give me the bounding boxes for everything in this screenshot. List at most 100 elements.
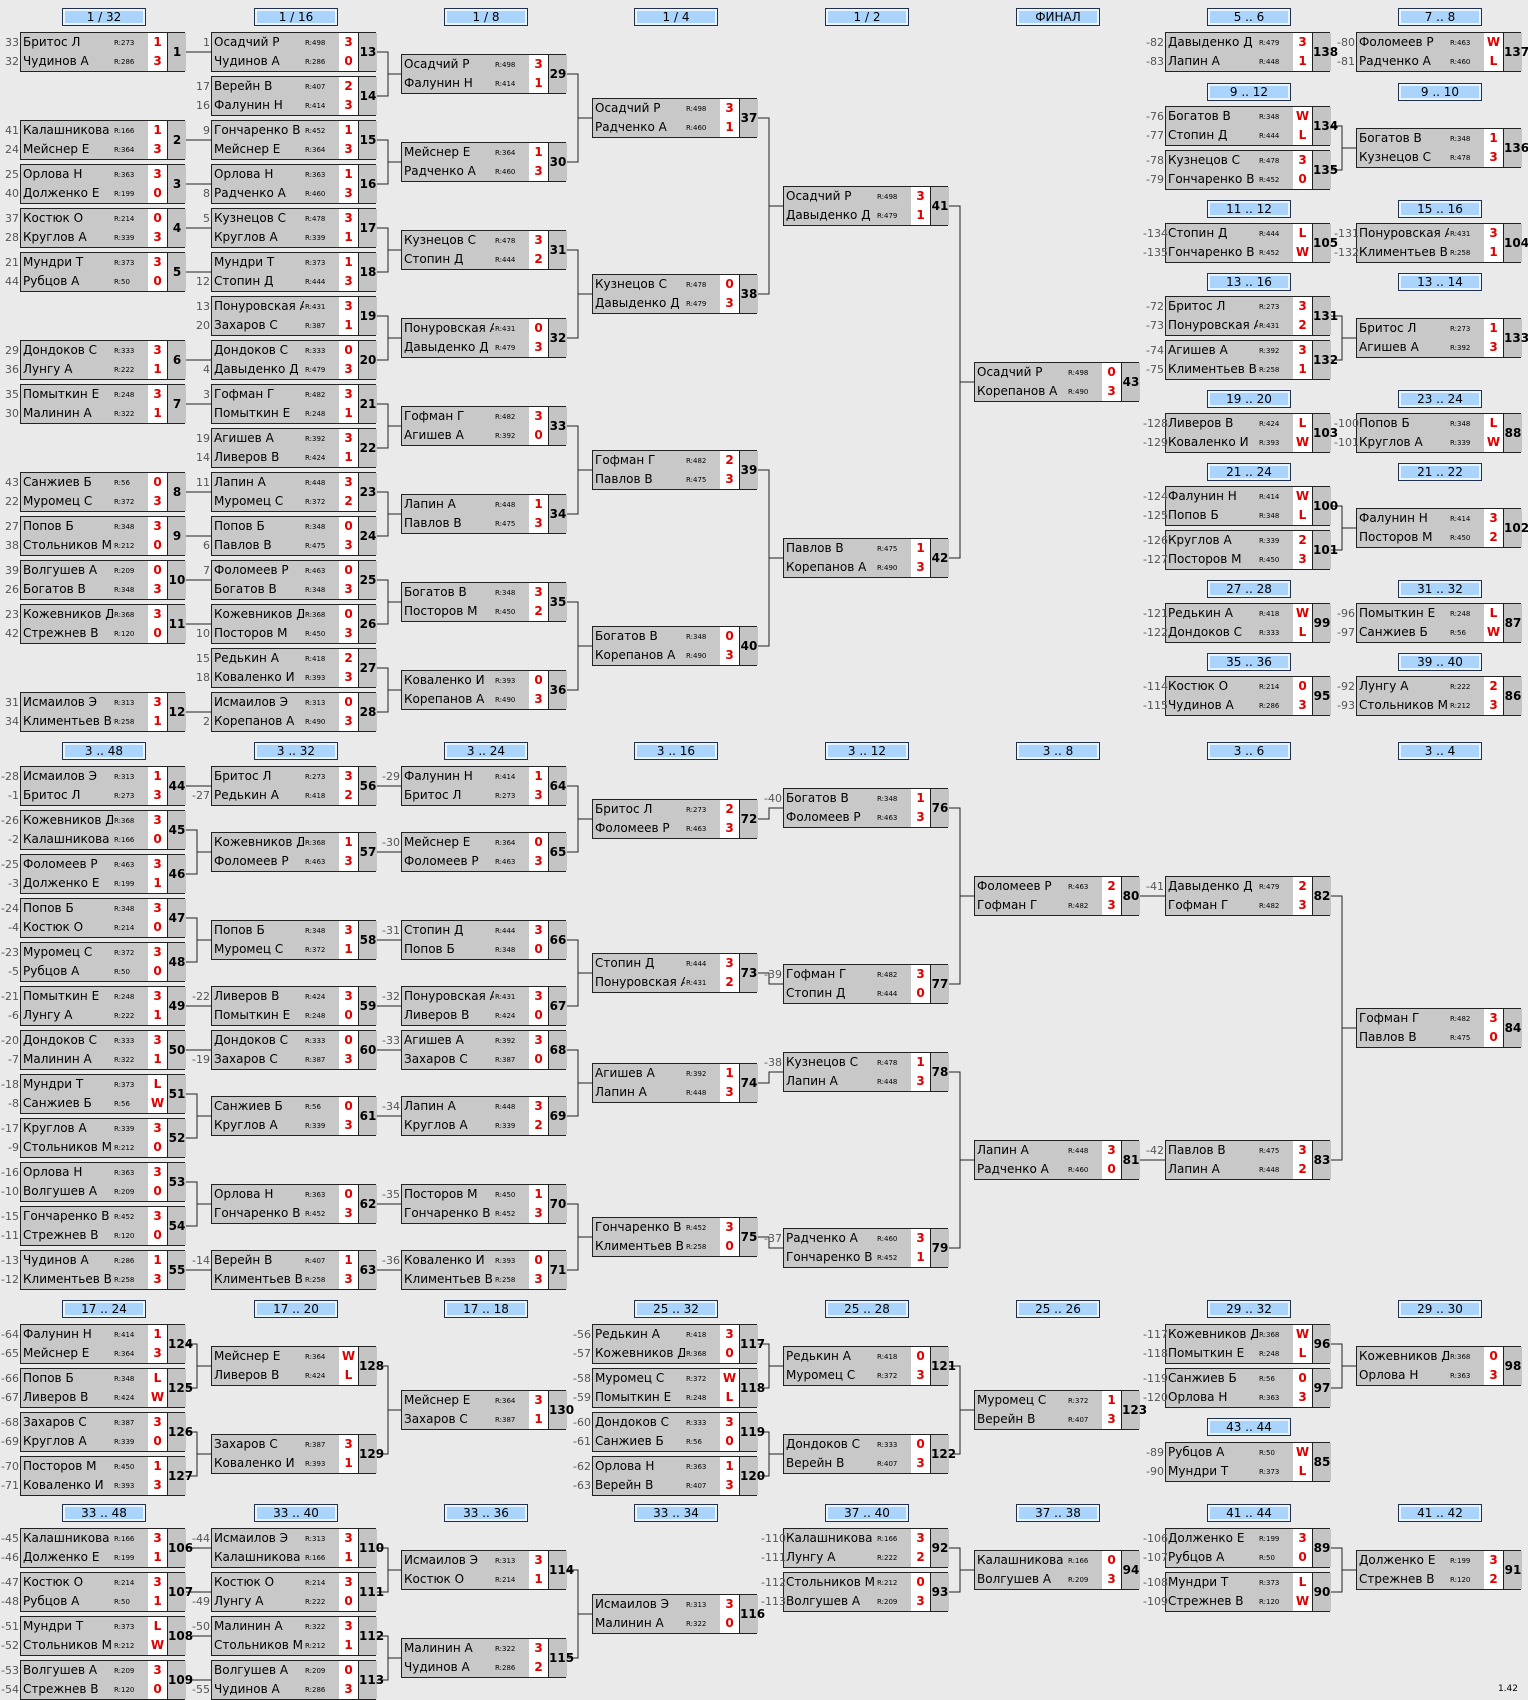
match-box[interactable]: Фоломеев РR:463Богатов ВR:34803257: [203, 560, 377, 600]
match-box[interactable]: Попов БR:348Круглов АR:339LW88-100-101: [1334, 413, 1522, 453]
match-box[interactable]: Попов БR:348Павлов ВR:47503246: [203, 516, 377, 556]
match-box[interactable]: Круглов АR:339Стольников МR:2123052-17-9: [1, 1118, 186, 1158]
match-box[interactable]: Стопин ДR:444Попов БR:3483066-31: [382, 920, 567, 960]
match-box[interactable]: Лапин АR:448Радченко АR:4603081: [974, 1140, 1140, 1180]
match-box[interactable]: Кузнецов СR:478Круглов АR:33931175: [203, 208, 377, 248]
match-box[interactable]: Муромец СR:372Рубцов АR:503048-23-5: [1, 942, 186, 982]
match-box[interactable]: Фоломеев РR:463Радченко АR:460WL137-80-8…: [1337, 32, 1528, 72]
match-box[interactable]: Помыткин ЕR:248Санжиев БR:56LW87-96-97: [1337, 603, 1522, 643]
match-box[interactable]: Дондоков СR:333Захаров СR:3870360-19: [192, 1030, 377, 1070]
match-box[interactable]: Богатов ВR:348Стопин ДR:444WL134-76-77: [1146, 106, 1338, 146]
match-box[interactable]: Осадчий РR:498Давыденко ДR:4793141: [783, 186, 949, 226]
match-box[interactable]: Редькин АR:418Дондоков СR:333WL99-121-12…: [1143, 603, 1331, 643]
match-box[interactable]: Богатов ВR:348Фоломеев РR:4631376-40: [764, 788, 949, 828]
match-box[interactable]: Мейснер ЕR:364Захаров СR:38731130: [401, 1390, 574, 1430]
match-box[interactable]: Фалунин НR:414Бритос ЛR:2731364-29: [382, 766, 567, 806]
match-box[interactable]: Помыткин ЕR:248Малинин АR:3223173530: [5, 384, 186, 424]
match-box[interactable]: Мундри ТR:373Стопин ДR:444131812: [196, 252, 377, 292]
match-box[interactable]: Кузнецов СR:478Лапин АR:4481378-38: [764, 1052, 949, 1092]
match-box[interactable]: Редькин АR:418Кожевников ДR:36830117-56-…: [573, 1324, 765, 1364]
match-box[interactable]: Кожевников ДR:368Калашникова АR:1663045-…: [1, 810, 186, 850]
match-box[interactable]: Богатов ВR:348Посторов МR:4503235: [401, 582, 567, 622]
match-box[interactable]: Бритос ЛR:273Редькин АR:4183256-27: [192, 766, 377, 806]
match-box[interactable]: Коваленко ИR:393Климентьев ВR:2580371-36: [382, 1250, 567, 1290]
match-box[interactable]: Давыденко ДR:479Лапин АR:44831138-82-83: [1146, 32, 1338, 72]
match-box[interactable]: Верейн ВR:407Фалунин НR:41423141716: [196, 76, 377, 116]
match-box[interactable]: Исмаилов ЭR:313Костюк ОR:21431114: [401, 1550, 574, 1590]
match-box[interactable]: Попов БR:348Стольников МR:2123092738: [5, 516, 186, 556]
match-box[interactable]: Кожевников ДR:368Фоломеев РR:4631357: [211, 832, 377, 872]
match-box[interactable]: Исмаилов ЭR:313Малинин АR:32230116: [592, 1594, 765, 1634]
match-box[interactable]: Осадчий РR:498Чудинов АR:28630131: [203, 32, 377, 72]
match-box[interactable]: Чудинов АR:286Климентьев ВR:2581355-13-1…: [1, 1250, 186, 1290]
match-box[interactable]: Осадчий РR:498Фалунин НR:4143129: [401, 54, 567, 94]
match-box[interactable]: Стопин ДR:444Гончаренко ВR:452LW105-134-…: [1143, 223, 1338, 263]
match-box[interactable]: Костюк ОR:214Круглов АR:3390343728: [5, 208, 186, 248]
match-box[interactable]: Орлова НR:363Гончаренко ВR:4520362: [211, 1184, 377, 1224]
match-box[interactable]: Бритос ЛR:273Чудинов АR:2861313332: [5, 32, 186, 72]
match-box[interactable]: Калашникова АR:166Долженко ЕR:19931106-4…: [1, 1528, 193, 1568]
match-box[interactable]: Посторов МR:450Коваленко ИR:39313127-70-…: [1, 1456, 193, 1496]
match-box[interactable]: Кожевников ДR:368Орлова НR:3630398: [1356, 1346, 1522, 1386]
match-box[interactable]: Стопин ДR:444Понуровская АR:4313273: [592, 953, 758, 993]
match-box[interactable]: Осадчий РR:498Корепанов АR:4900343: [974, 362, 1140, 402]
match-box[interactable]: Фоломеев РR:463Гофман ГR:4822380: [974, 876, 1140, 916]
match-box[interactable]: Муромец СR:372Помыткин ЕR:248WL118-58-59: [573, 1368, 765, 1408]
match-box[interactable]: Мейснер ЕR:364Ливеров ВR:424WL128: [211, 1346, 384, 1386]
match-box[interactable]: Орлова НR:363Верейн ВR:40713120-62-63: [573, 1456, 765, 1496]
match-box[interactable]: Редькин АR:418Муромец СR:37203121: [783, 1346, 956, 1386]
match-box[interactable]: Лапин АR:448Павлов ВR:4751334: [401, 494, 567, 534]
match-box[interactable]: Агишев АR:392Захаров СR:3873068-33: [382, 1030, 567, 1070]
match-box[interactable]: Малинин АR:322Стольников МR:21231112-50: [192, 1616, 384, 1656]
match-box[interactable]: Муромец СR:372Верейн ВR:40713123: [974, 1390, 1147, 1430]
match-box[interactable]: Долженко ЕR:199Стрежнев ВR:1203291: [1356, 1550, 1522, 1590]
match-box[interactable]: Гофман ГR:482Павлов ВR:4752339: [592, 450, 758, 490]
match-box[interactable]: Стольников МR:212Волгушев АR:2090393-112…: [761, 1572, 949, 1612]
match-box[interactable]: Фоломеев РR:463Долженко ЕR:1993146-25-3: [1, 854, 186, 894]
match-box[interactable]: Ливеров ВR:424Коваленко ИR:393LW103-128-…: [1143, 413, 1338, 453]
match-box[interactable]: Исмаилов ЭR:313Бритос ЛR:2731344-28-1: [1, 766, 186, 806]
match-box[interactable]: Мундри ТR:373Стрежнев ВR:120LW90-108-109: [1143, 1572, 1331, 1612]
match-box[interactable]: Фалунин НR:414Мейснер ЕR:36413124-64-65: [1, 1324, 193, 1364]
match-box[interactable]: Фалунин НR:414Посторов МR:45032102: [1356, 508, 1528, 548]
match-box[interactable]: Калашникова АR:166Мейснер ЕR:3641324124: [5, 120, 186, 160]
match-box[interactable]: Мундри ТR:373Стольников МR:212LW108-51-5…: [1, 1616, 193, 1656]
match-box[interactable]: Павлов ВR:475Лапин АR:4483283-42: [1146, 1140, 1331, 1180]
match-box[interactable]: Бритос ЛR:273Фоломеев РR:4632372: [592, 799, 758, 839]
match-box[interactable]: Дондоков СR:333Санжиев БR:5630119-60-61: [573, 1412, 765, 1452]
match-box[interactable]: Кожевников ДR:368Стрежнев ВR:12030112342: [5, 604, 186, 644]
match-box[interactable]: Гончаренко ВR:452Мейснер ЕR:36413159: [203, 120, 377, 160]
match-box[interactable]: Мейснер ЕR:364Фоломеев РR:4630365-30: [382, 832, 567, 872]
match-box[interactable]: Понуровская АR:431Ливеров ВR:4243067-32: [382, 986, 567, 1026]
match-box[interactable]: Агишев АR:392Климентьев ВR:25831132-74-7…: [1146, 340, 1338, 380]
match-box[interactable]: Богатов ВR:348Кузнецов СR:47813136: [1356, 128, 1528, 168]
match-box[interactable]: Гофман ГR:482Павлов ВR:4753084: [1356, 1008, 1522, 1048]
match-box[interactable]: Агишев АR:392Лапин АR:4481374: [592, 1063, 758, 1103]
match-box[interactable]: Агишев АR:392Ливеров ВR:42431221914: [196, 428, 377, 468]
match-box[interactable]: Костюк ОR:214Чудинов АR:2860395-114-115: [1143, 676, 1331, 716]
match-box[interactable]: Дондоков СR:333Малинин АR:3223150-20-7: [1, 1030, 186, 1070]
match-box[interactable]: Редькин АR:418Коваленко ИR:39323271518: [196, 648, 377, 688]
match-box[interactable]: Исмаилов ЭR:313Калашникова АR:16631110-4…: [192, 1528, 384, 1568]
match-box[interactable]: Санжиев БR:56Орлова НR:3630397-119-120: [1143, 1368, 1331, 1408]
match-box[interactable]: Костюк ОR:214Рубцов АR:5031107-47-48: [1, 1572, 193, 1612]
match-box[interactable]: Мейснер ЕR:364Радченко АR:4601330: [401, 142, 567, 182]
match-box[interactable]: Калашникова АR:166Волгушев АR:2090394: [974, 1550, 1140, 1590]
match-box[interactable]: Ливеров ВR:424Помыткин ЕR:2483059-22: [192, 986, 377, 1026]
match-box[interactable]: Захаров СR:387Круглов АR:33930126-68-69: [1, 1412, 193, 1452]
match-box[interactable]: Орлова НR:363Волгушев АR:2093053-16-10: [1, 1162, 186, 1202]
match-box[interactable]: Попов БR:348Ливеров ВR:424LW125-66-67: [1, 1368, 193, 1408]
match-box[interactable]: Богатов ВR:348Корепанов АR:4900340: [592, 626, 758, 666]
match-box[interactable]: Волгушев АR:209Чудинов АR:28603113-55: [192, 1660, 384, 1700]
match-box[interactable]: Понуровская АR:431Давыденко ДR:4790332: [401, 318, 567, 358]
match-box[interactable]: Долженко ЕR:199Рубцов АR:503089-106-107: [1143, 1528, 1331, 1568]
match-box[interactable]: Исмаилов ЭR:313Корепанов АR:49003282: [203, 692, 377, 732]
match-box[interactable]: Павлов ВR:475Корепанов АR:4901342: [783, 538, 949, 578]
match-box[interactable]: Дондоков СR:333Давыденко ДR:47903204: [203, 340, 377, 380]
match-box[interactable]: Понуровская АR:431Захаров СR:38731191320: [196, 296, 377, 336]
match-box[interactable]: Волгушев АR:209Богатов ВR:34803103926: [5, 560, 186, 600]
match-box[interactable]: Коваленко ИR:393Корепанов АR:4900336: [401, 670, 567, 710]
match-box[interactable]: Дондоков СR:333Лунгу АR:2223162936: [5, 340, 186, 380]
match-box[interactable]: Лапин АR:448Муромец СR:372322311: [196, 472, 377, 512]
match-box[interactable]: Кузнецов СR:478Гончаренко ВR:45230135-78…: [1146, 150, 1338, 190]
